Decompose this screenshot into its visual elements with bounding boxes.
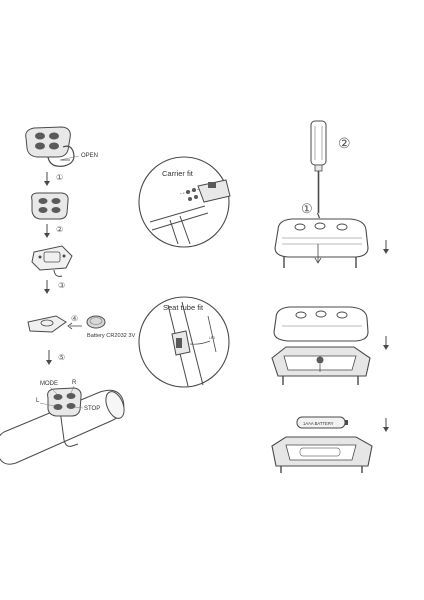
arrow-down-icon <box>383 240 389 254</box>
step-2-marker-right: ② <box>338 135 351 151</box>
seat-tube-fit-detail <box>138 296 230 388</box>
step-5-marker: ⑤ <box>58 353 65 362</box>
arrow-down-icon <box>44 280 50 294</box>
arrow-down-icon <box>383 336 389 350</box>
carrier-fit-detail <box>138 156 231 248</box>
mount-base-illustration <box>31 245 73 277</box>
remote-open-illustration <box>25 126 75 167</box>
remote-body-illustration <box>31 192 69 220</box>
step-4-marker: ④ <box>71 314 78 323</box>
button-leader-lines <box>39 385 84 409</box>
r-label: R <box>72 380 77 386</box>
l-label: L <box>36 398 40 404</box>
mounted-remote-illustration <box>47 387 82 417</box>
led-tag: LED <box>209 336 216 340</box>
rotate-arrow-icon <box>67 322 82 330</box>
seat-tube-fit-label: Seat tube fit <box>163 303 204 312</box>
step-1-marker: ① <box>56 173 63 182</box>
mode-label: MODE <box>40 381 58 387</box>
arrow-down-icon <box>383 418 389 432</box>
step-3-marker: ③ <box>58 281 65 290</box>
arrow-down-icon <box>46 350 52 365</box>
handlebar-illustration <box>0 389 125 465</box>
arrow-down-icon <box>44 172 50 186</box>
battery-holder-illustration <box>27 315 67 333</box>
carrier-fit-label: Carrier fit <box>162 169 194 178</box>
battery-compartment-illustration <box>271 436 373 473</box>
aaa-battery-icon <box>296 416 348 429</box>
screwdriver-icon <box>310 120 327 219</box>
light-base-illustration <box>271 346 371 385</box>
step-2-marker: ② <box>56 225 63 234</box>
coin-battery-icon <box>86 315 106 329</box>
light-cover-illustration <box>273 306 369 342</box>
stop-label: STOP <box>84 406 100 412</box>
open-label: OPEN <box>81 153 98 159</box>
battery-label: Battery CR2032 3V <box>87 333 135 339</box>
arrow-down-icon <box>44 224 50 238</box>
aaa-battery-label: 1AAA BATTERY <box>303 421 334 426</box>
step-1-marker-right: ① <box>301 201 313 216</box>
light-unit-assembled <box>274 218 369 268</box>
